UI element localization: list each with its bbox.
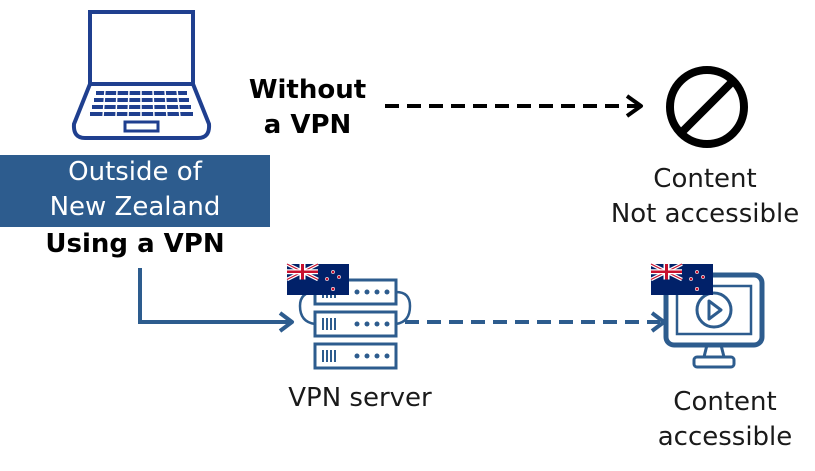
laptop-icon [71,10,212,140]
accessible-label: Content accessible [657,387,793,452]
not-accessible-label: Content Not accessible [610,164,800,229]
vpn-server-label: VPN server [288,383,432,413]
blocked-arrow [385,94,643,118]
nz-flag-icon [649,262,715,297]
location-line2: New Zealand [49,192,221,222]
vpn-route-arrow [138,268,294,333]
monitor-play-icon [663,272,765,369]
blocked-icon [666,66,748,148]
without-vpn-label: Without a VPN [248,75,367,140]
location-label-box: Outside of New Zealand [0,155,270,227]
location-line1: Outside of [68,157,202,187]
nz-flag-icon [285,262,351,297]
using-vpn-label: Using a VPN [45,229,225,259]
accessible-arrow [405,311,666,333]
